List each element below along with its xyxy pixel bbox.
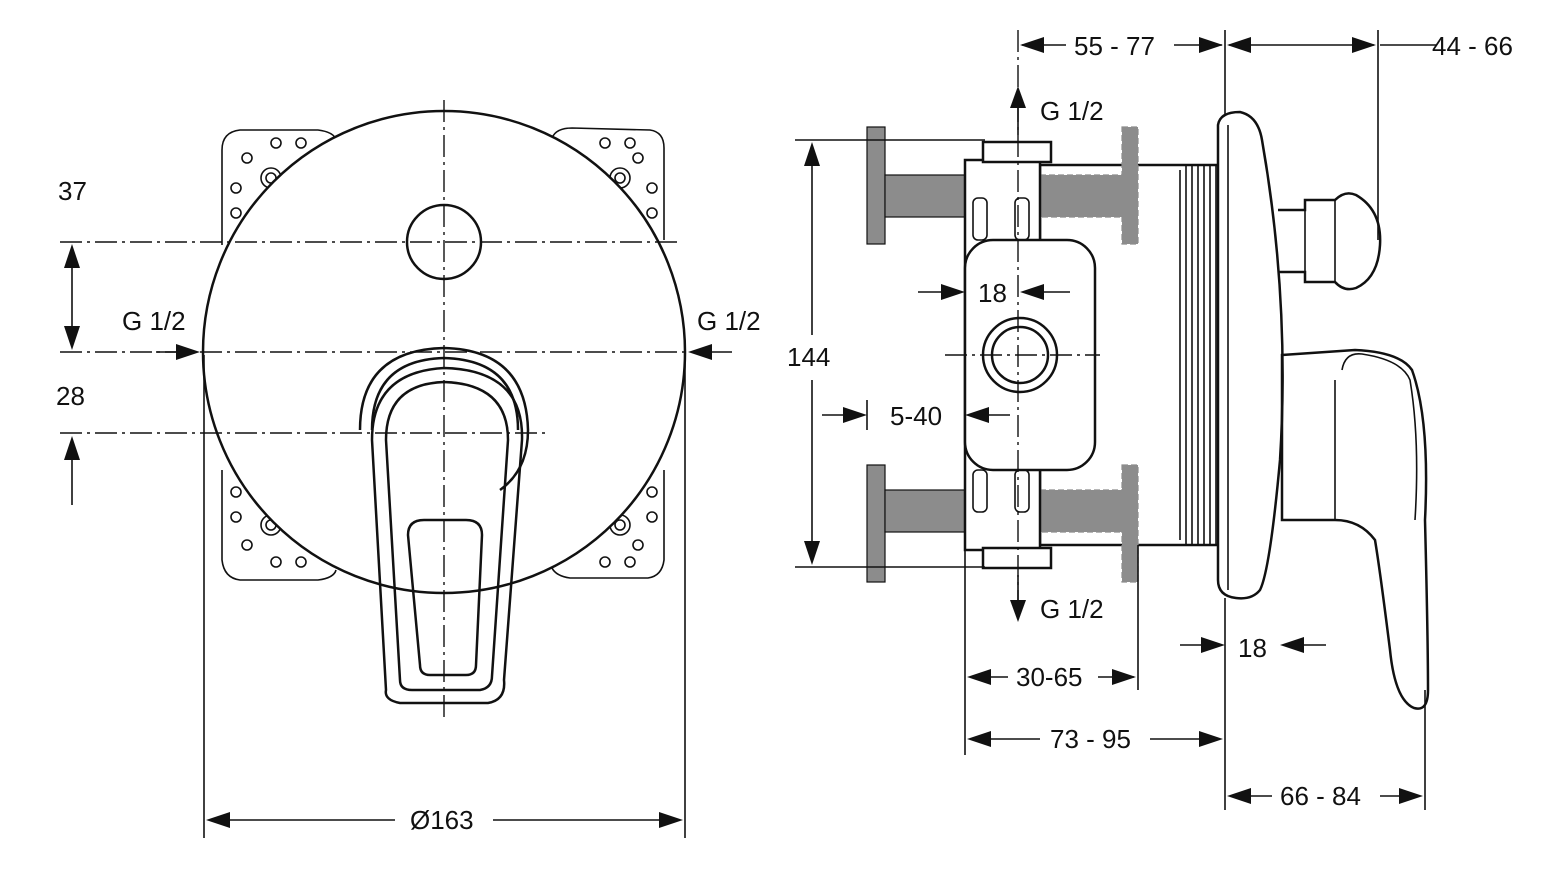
dim-28-label: 28: [56, 381, 85, 411]
diameter-label: Ø163: [410, 805, 474, 835]
dim-5-40-label: 5-40: [890, 401, 942, 431]
dim-18-inner-label: 18: [978, 278, 1007, 308]
dim-44-66-label: 44 - 66: [1432, 31, 1513, 61]
dim-18-plate-label: 18: [1238, 633, 1267, 663]
dim-55-77-label: 55 - 77: [1074, 31, 1155, 61]
mounting-plates: [221, 127, 665, 581]
height-144-label: 144: [787, 342, 830, 372]
side-view: 55 - 77 44 - 66 G 1/2 G 1/2 144 18 5-40 …: [787, 30, 1513, 811]
front-view: 37 28 G 1/2 G 1/2 Ø163: [56, 100, 761, 838]
inlet-right-label: G 1/2: [697, 306, 761, 336]
outlet-bottom-label: G 1/2: [1040, 594, 1104, 624]
thread-ribs: [1179, 165, 1217, 545]
dim-37-label: 37: [58, 176, 87, 206]
dim-30-65-label: 30-65: [1016, 662, 1083, 692]
dim-66-84-label: 66 - 84: [1280, 781, 1361, 811]
inlet-left-label: G 1/2: [122, 306, 186, 336]
outlet-top-label: G 1/2: [1040, 96, 1104, 126]
dim-73-95-label: 73 - 95: [1050, 724, 1131, 754]
